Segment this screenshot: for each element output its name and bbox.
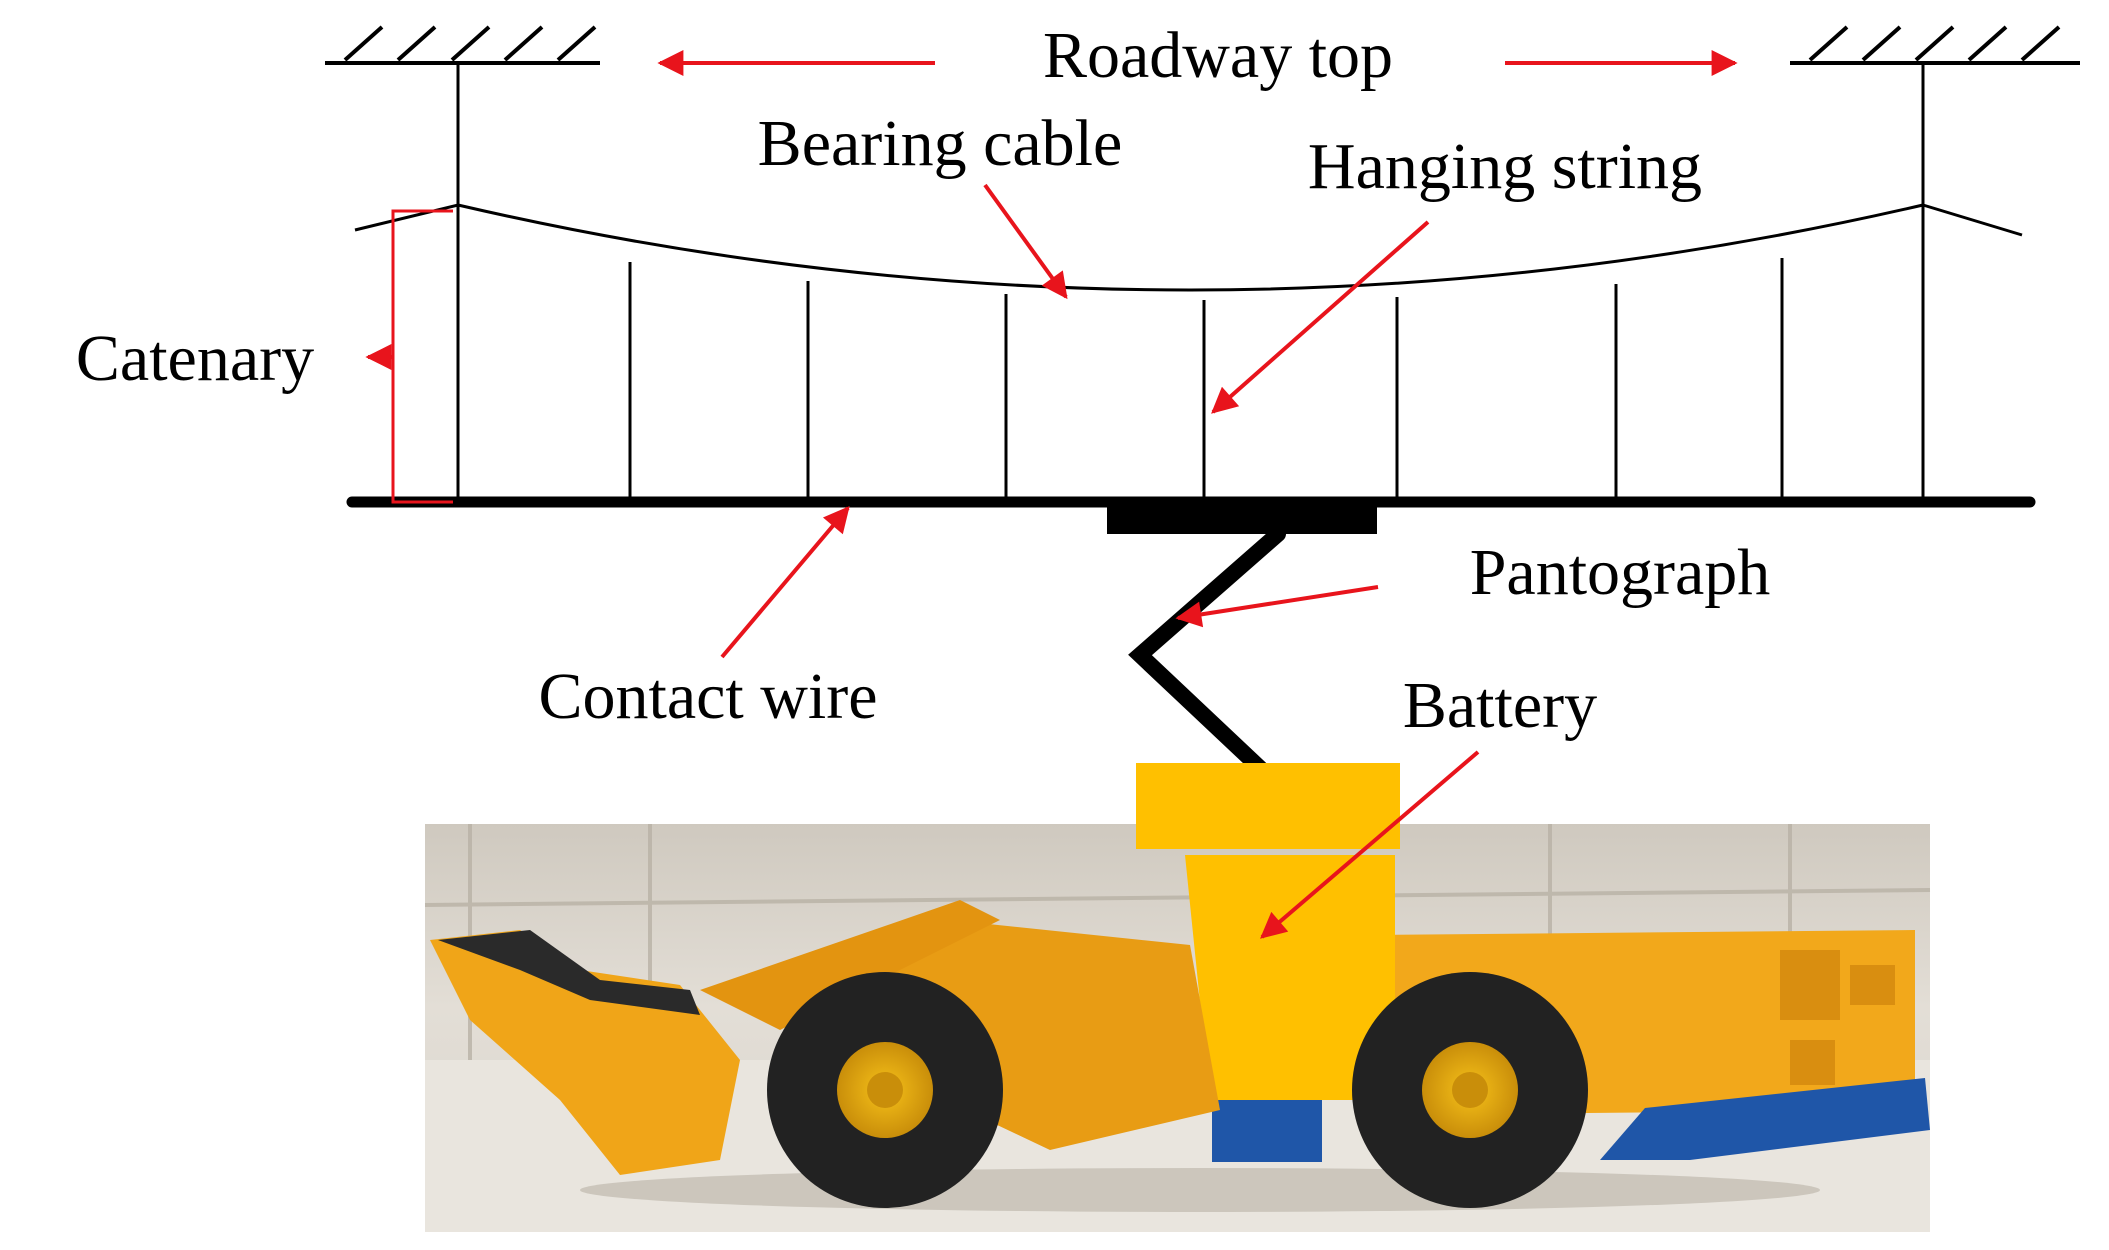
battery-arrow [1260, 750, 1480, 939]
bearing-cable [354, 203, 2023, 292]
bearing-cable-arrow [983, 183, 1068, 300]
roadway-top-left-support [325, 25, 600, 65]
battery-label: Battery [1403, 669, 1597, 742]
vehicle-blue-base [1600, 1078, 1930, 1160]
hanging-string-arrow [1211, 220, 1430, 414]
vehicle-center-blue [1212, 1100, 1322, 1162]
hanging-strings [628, 258, 1784, 502]
roadway-top-label: Roadway top [1043, 19, 1393, 92]
battery-box [1136, 763, 1400, 849]
loader-arm [700, 900, 1000, 1030]
vehicle-center-column [1185, 855, 1395, 1100]
bearing-cable-label: Bearing cable [758, 107, 1123, 180]
contact-wire-label: Contact wire [538, 660, 877, 733]
pantograph-arm [1128, 526, 1286, 778]
catenary-label: Catenary [76, 322, 314, 395]
mining-vehicle-photo [424, 824, 1931, 1232]
pantograph-label: Pantograph [1470, 536, 1771, 609]
callout-arrows [365, 50, 1738, 939]
loader-bucket-edge [438, 930, 700, 1015]
hanging-string-label: Hanging string [1308, 130, 1702, 203]
pantograph-head [1107, 502, 1377, 534]
pantograph-arrow [1175, 585, 1379, 628]
roadway-top-right-support [1790, 25, 2080, 65]
contact-wire-arrow [720, 506, 850, 659]
catenary-bracket [391, 209, 453, 504]
